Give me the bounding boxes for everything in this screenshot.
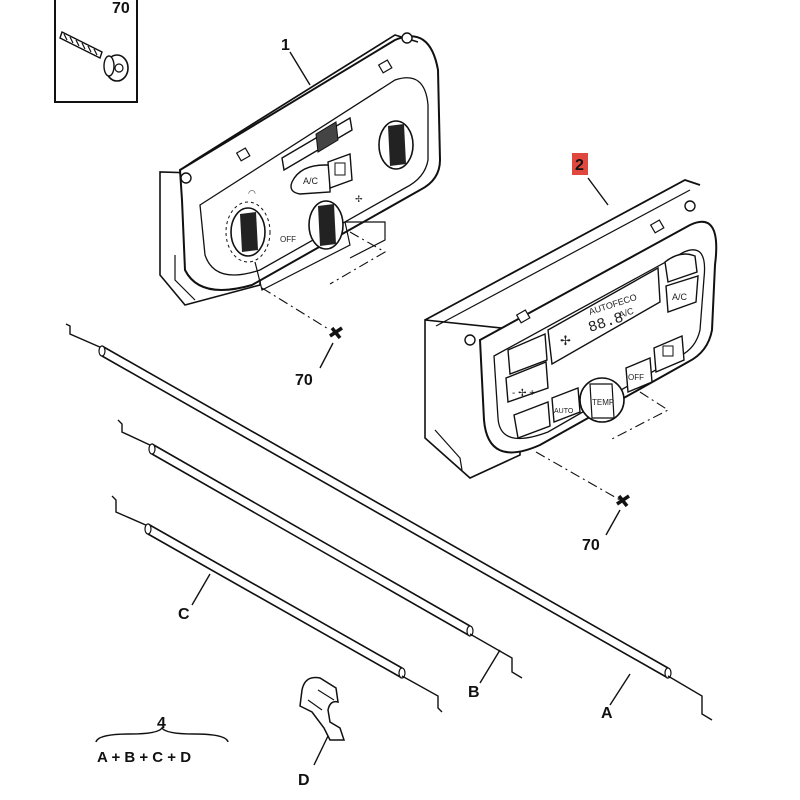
callout-clip-d: D [298,772,310,789]
auto-label: AUTO [554,408,574,415]
kit-number: 4 [157,715,166,732]
off-button-auto[interactable]: OFF [625,356,653,394]
callout-1: 1 [281,37,290,54]
defrost-icon: ◠ [248,188,256,198]
callout-cable-b: B [468,684,480,701]
clip-d [299,676,346,741]
auto-button[interactable]: AUTO [551,387,581,423]
air-distribution-knob[interactable] [378,120,414,170]
screw-inset: 70 [54,0,138,103]
screw-marker-right [616,494,630,508]
off-button-label: OFF [628,373,644,382]
fan-display-icon: ✢ [560,333,571,348]
temperature-knob[interactable] [225,201,271,263]
fan-speed-buttons[interactable]: - ✢ + [505,360,549,403]
callout-2: 2 [575,157,584,174]
callout-70-left: 70 [295,372,313,389]
recirc-button-auto[interactable] [664,253,698,283]
cable-b [117,419,523,679]
fan-speed-knob[interactable]: OFF [280,200,344,250]
cable-c [111,495,443,713]
callout-cable-a: A [601,705,613,722]
callout-70-right: 70 [582,537,600,554]
defrost-button[interactable] [513,401,551,439]
callout-cable-c: C [178,606,190,623]
ac-button-auto[interactable]: A/C [665,275,699,313]
callout-70-box: 70 [112,0,130,17]
svg-text:- ✢ +: - ✢ + [512,388,535,399]
recirc-button-manual[interactable] [327,153,353,189]
panel-manual: A/C OFF ✢ ◠ [159,32,442,306]
ac-button-label: A/C [672,292,688,302]
temp-knob-auto[interactable]: TEMP [579,377,625,423]
kit-legend: 4 A + B + C + D [95,715,229,766]
temp-label: TEMP [592,398,614,407]
fan-icon: ✢ [355,194,363,204]
cable-a [65,323,713,721]
lcd-display: AUTOFECO 88.8 A/C ✢ [547,266,661,366]
panel-auto: AUTOFECO 88.8 A/C ✢ A/C - ✢ + AUTO [424,179,718,479]
rear-defrost-button[interactable] [653,334,685,374]
display-ac-text: A/C [618,306,636,320]
off-label: OFF [280,235,296,244]
screw-marker-left [329,326,343,340]
kit-formula: A + B + C + D [97,749,191,766]
ac-label: A/C [303,176,319,186]
screw-icon [59,31,129,82]
callout-2-highlight: 2 [572,153,588,175]
air-mode-button[interactable] [507,332,548,375]
